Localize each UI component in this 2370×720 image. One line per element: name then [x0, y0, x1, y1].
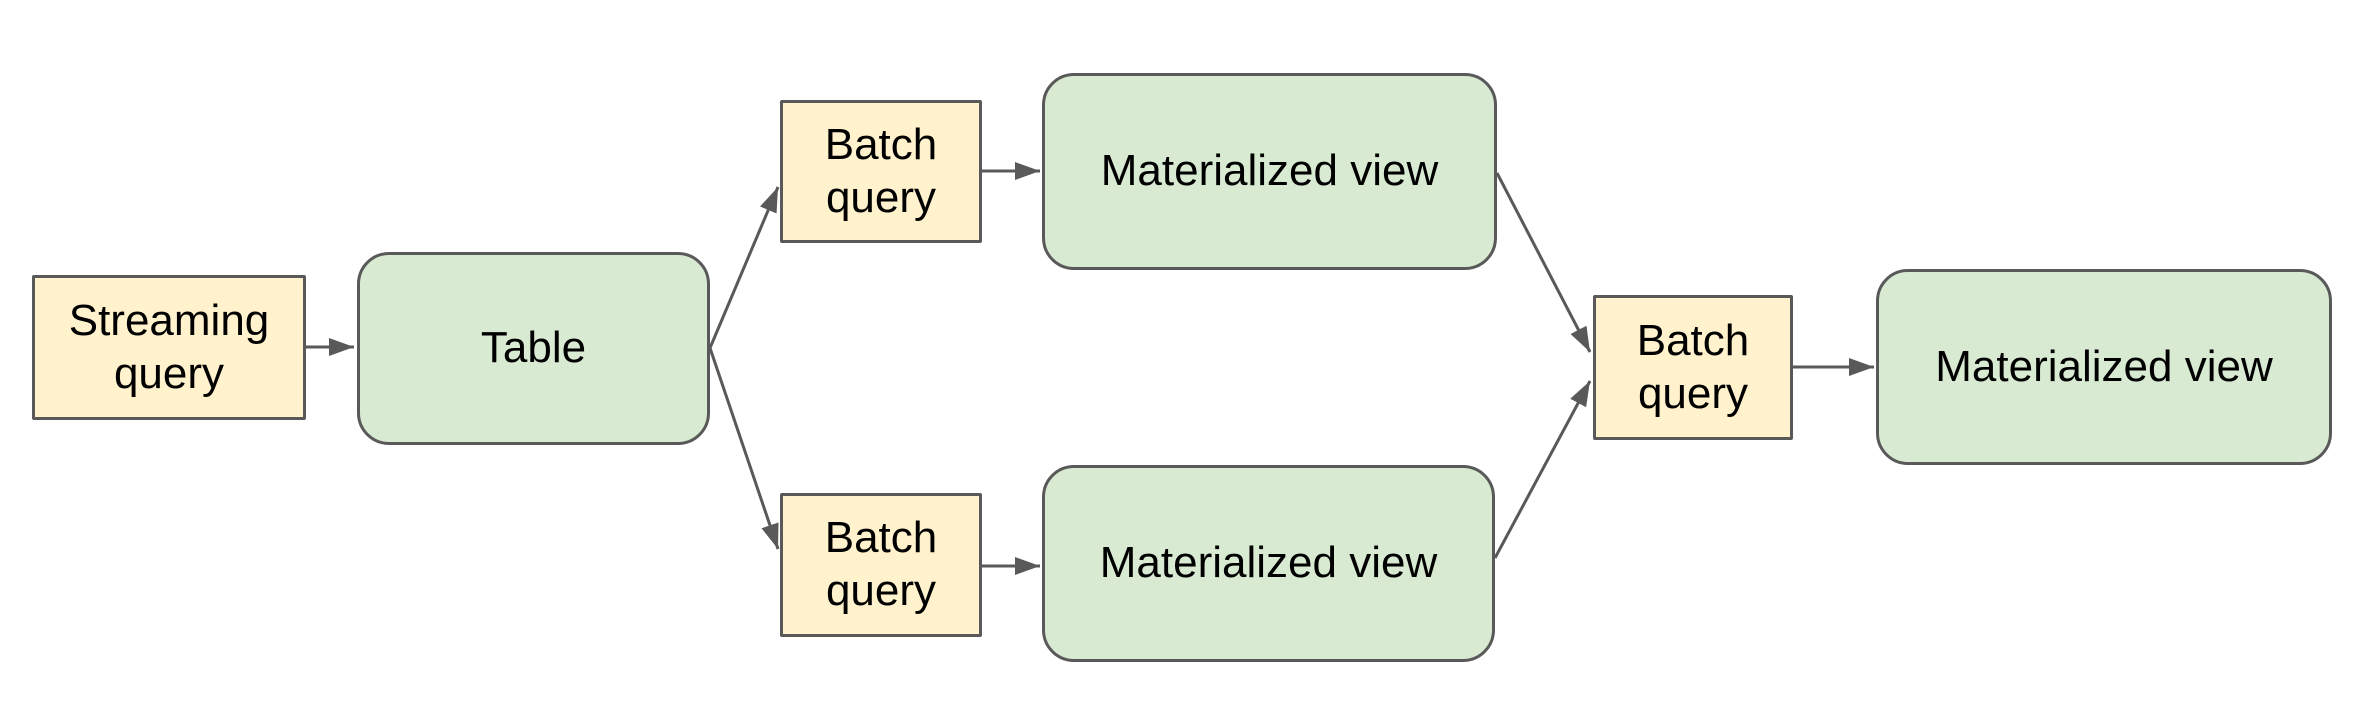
node-materialized-view-bottom: Materialized view [1042, 465, 1495, 662]
node-materialized-view-top: Materialized view [1042, 73, 1497, 270]
node-batch-query-final-label: Batch query [1636, 315, 1750, 418]
edge-table-to-batch-query-top [708, 186, 780, 349]
node-materialized-view-top-label: Materialized view [1100, 146, 1439, 196]
node-materialized-view-final-label: Materialized view [1935, 341, 2273, 391]
node-batch-query-bottom-label: Batch query [824, 513, 938, 615]
edge-table-to-batch-query-bottom [708, 347, 780, 550]
node-streaming-query-label: Streaming query [68, 295, 270, 398]
node-batch-query-bottom: Batch query [780, 493, 982, 637]
edge-materialized-view-bottom-to-batch-query-final [1493, 380, 1592, 559]
edge-materialized-view-top-to-batch-query-final [1495, 172, 1592, 353]
node-materialized-view-bottom-label: Materialized view [1099, 538, 1438, 588]
node-streaming-query: Streaming query [32, 275, 306, 420]
node-table-label: Table [480, 323, 587, 373]
node-table: Table [357, 252, 710, 445]
node-batch-query-top: Batch query [780, 100, 982, 243]
node-batch-query-final: Batch query [1593, 295, 1793, 440]
node-batch-query-top-label: Batch query [824, 119, 938, 222]
node-materialized-view-final: Materialized view [1876, 269, 2332, 465]
